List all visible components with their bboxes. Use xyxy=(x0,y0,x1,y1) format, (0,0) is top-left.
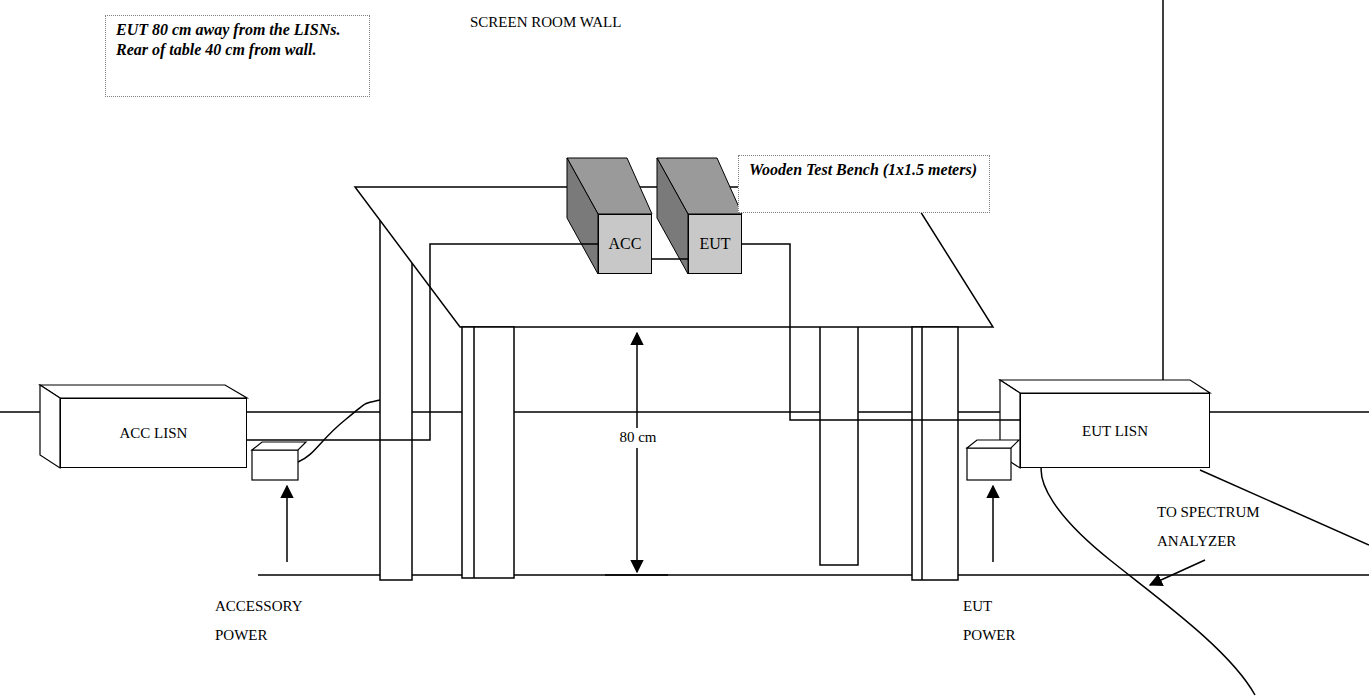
leg-edge xyxy=(473,327,475,578)
leader-arrow xyxy=(286,486,288,562)
annotation-label: SCREEN ROOM WALL xyxy=(470,8,690,37)
note-box: Wooden Test Bench (1x1.5 meters) xyxy=(738,155,990,213)
node-text: ACC xyxy=(609,234,642,253)
annotation-label: EUT POWER xyxy=(963,592,1025,649)
cable-connector xyxy=(742,244,1020,420)
rf-cable xyxy=(1041,455,1255,695)
leader-arrow xyxy=(992,486,994,562)
table-leg xyxy=(912,327,958,580)
lisn-top xyxy=(40,385,247,398)
power-plug xyxy=(252,442,306,450)
power-plug xyxy=(252,450,298,480)
dimension-tick xyxy=(605,574,668,576)
power-cord xyxy=(298,400,380,462)
lisn-top xyxy=(1000,380,1210,393)
node-text: Wooden Test Bench (1x1.5 meters) xyxy=(749,160,977,180)
ground-plane xyxy=(258,574,1369,576)
cable-connector xyxy=(652,258,688,260)
node-text: EUT xyxy=(699,234,730,253)
dimension-line xyxy=(636,333,638,572)
node-text: ACC LISN xyxy=(120,424,188,442)
lisn-box: EUT LISN xyxy=(1020,393,1210,468)
leg-edge xyxy=(921,327,923,580)
lisn-box: ACC LISN xyxy=(60,398,247,468)
annotation-label: TO SPECTRUM ANALYZER xyxy=(1157,498,1292,555)
wall-corner-line xyxy=(1162,0,1164,412)
box-side xyxy=(657,158,688,274)
node-text: EUT LISN xyxy=(1082,422,1148,440)
leader-arrow xyxy=(1150,560,1205,585)
power-plug xyxy=(967,440,1019,448)
equipment-box: EUT xyxy=(688,214,742,274)
dimension-label: 80 cm xyxy=(612,428,664,448)
lisn-side xyxy=(40,385,60,468)
node-text: EUT 80 cm away from the LISNs. Rear of t… xyxy=(116,20,359,60)
power-plug xyxy=(967,448,1011,480)
equipment-box: ACC xyxy=(598,214,652,274)
box-side xyxy=(567,158,598,274)
annotation-label: ACCESSORY POWER xyxy=(215,592,333,649)
table-leg xyxy=(462,327,514,578)
note-box: EUT 80 cm away from the LISNs. Rear of t… xyxy=(105,15,370,97)
cable-connector xyxy=(247,244,598,440)
